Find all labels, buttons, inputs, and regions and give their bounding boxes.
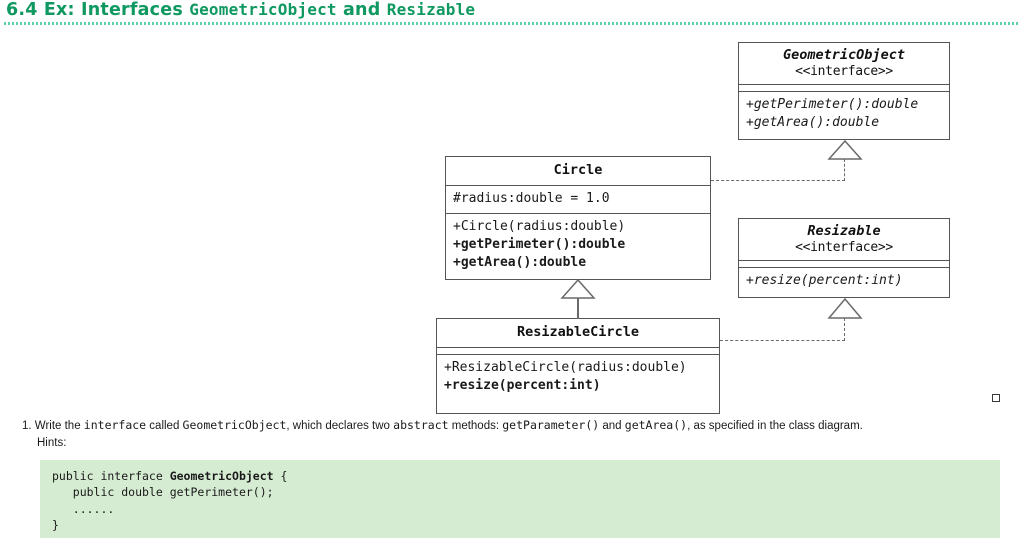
slide-header: 6.4 Ex: Interfaces GeometricObject and R…: [0, 0, 1024, 28]
exercise-text: called: [146, 420, 183, 432]
class-name-label: Resizable: [807, 223, 881, 239]
code-identifier: GeometricObject: [169, 469, 274, 483]
class-title-geometricobject: GeometricObject <<interface>>: [739, 43, 949, 86]
class-method: +ResizableCircle(radius:double): [444, 359, 687, 375]
class-attributes-compartment-resizablecircle: [437, 348, 719, 355]
class-method: +getPerimeter():double: [746, 97, 919, 113]
uml-class-geometricobject[interactable]: GeometricObject <<interface>> +getPerime…: [738, 42, 950, 140]
class-method: +getArea():double: [453, 254, 587, 270]
class-stereotype-label: <<interface>>: [795, 63, 893, 79]
realization-arrow-resizable: [827, 298, 863, 319]
realization-circle-geometricobject-vertical: [844, 159, 845, 181]
hint-code-block: public interface GeometricObject { publi…: [40, 460, 1000, 538]
class-method: +getPerimeter():double: [453, 236, 626, 252]
uml-class-circle[interactable]: Circle #radius:double = 1.0 +Circle(radi…: [445, 156, 711, 280]
class-attributes-compartment-geometricobject: [739, 85, 949, 93]
title-segment: GeometricObject: [189, 0, 337, 19]
inline-code: abstract: [393, 418, 449, 432]
class-method: +resize(percent:int): [746, 273, 903, 289]
exercise-text: , as specified in the class diagram.: [687, 420, 863, 432]
inline-code: interface: [83, 418, 147, 432]
realization-resizablecircle-resizable-vertical: [844, 318, 845, 341]
hints-label: Hints:: [37, 437, 67, 449]
uml-class-diagram: GeometricObject <<interface>> +getPerime…: [0, 28, 1024, 414]
class-method: +Circle(radius:double): [453, 218, 626, 234]
class-title-resizable: Resizable <<interface>>: [739, 219, 949, 262]
exercise-number: 1.: [22, 420, 35, 432]
class-title-resizablecircle: ResizableCircle: [437, 319, 719, 348]
inline-code: getParameter(): [502, 418, 600, 432]
code-text: {: [273, 469, 288, 483]
exercise-text: methods:: [448, 420, 503, 432]
exercise-text: , which declares two: [286, 420, 394, 432]
code-text: ......: [72, 501, 115, 516]
title-segment: Resizable: [386, 0, 476, 19]
realization-arrow-geometricobject: [827, 140, 863, 160]
code-text: }: [52, 517, 59, 532]
generalization-arrow-circle: [560, 279, 596, 299]
uml-class-resizable[interactable]: Resizable <<interface>> +resize(percent:…: [738, 218, 950, 298]
exercise-item-1: 1. Write the interface called GeometricO…: [22, 418, 863, 435]
class-attributes-compartment-resizable: [739, 261, 949, 269]
code-text: public interface: [52, 469, 170, 483]
inline-code: getArea(): [624, 418, 688, 432]
class-title-circle: Circle: [446, 157, 710, 186]
title-segment: 6.4 Ex: Interfaces: [6, 0, 190, 20]
hint-code-text: public interface GeometricObject { publi…: [52, 468, 1000, 533]
exercise-text: and: [599, 420, 625, 432]
code-text: public double getPerimeter();: [72, 485, 274, 500]
class-attributes-compartment-circle: #radius:double = 1.0: [446, 186, 710, 214]
class-methods-compartment-geometricobject: +getPerimeter():double +getArea():double: [739, 92, 949, 137]
class-stereotype-label: <<interface>>: [795, 239, 893, 255]
class-methods-compartment-resizablecircle: +ResizableCircle(radius:double) +resize(…: [437, 355, 719, 400]
title-divider: [4, 22, 1020, 25]
selection-handle[interactable]: [992, 394, 1000, 402]
class-method: +resize(percent:int): [444, 377, 601, 393]
class-method: +getArea():double: [746, 115, 880, 131]
page-title: 6.4 Ex: Interfaces GeometricObject and R…: [6, 0, 475, 20]
realization-circle-geometricobject-horizontal: [711, 180, 845, 181]
inline-code: GeometricObject: [182, 418, 287, 432]
realization-resizablecircle-resizable-horizontal: [720, 340, 845, 341]
generalization-resizablecircle-circle-line: [577, 298, 579, 319]
class-methods-compartment-resizable: +resize(percent:int): [739, 268, 949, 295]
title-segment: and: [336, 0, 387, 20]
class-name-label: GeometricObject: [783, 47, 905, 63]
exercise-text: Write the: [34, 420, 84, 432]
class-attribute: #radius:double = 1.0: [453, 190, 610, 206]
class-methods-compartment-circle: +Circle(radius:double) +getPerimeter():d…: [446, 214, 710, 277]
uml-class-resizablecircle[interactable]: ResizableCircle +ResizableCircle(radius:…: [436, 318, 720, 414]
